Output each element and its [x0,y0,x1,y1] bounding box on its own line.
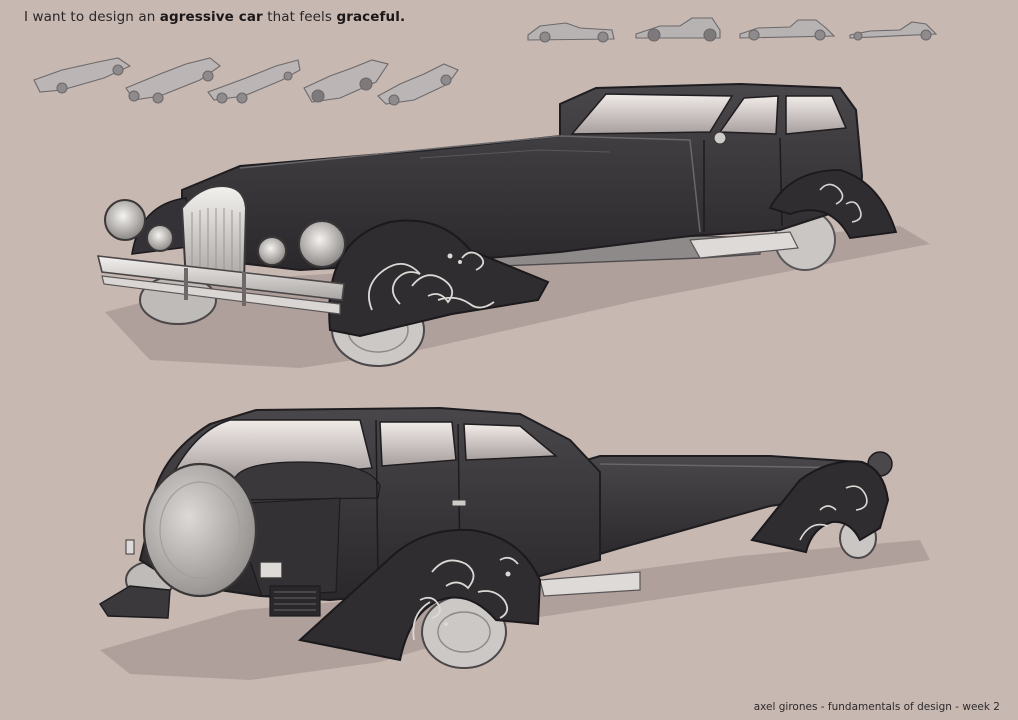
headlamp-left-outer [104,199,146,241]
headline-emphasis-aggressive: agressive car [159,9,263,25]
headline-part-1: I want to design an [24,9,160,25]
tail-light [259,561,283,579]
car-front-three-quarter-view [96,82,930,368]
headline-part-2: that feels [262,9,337,25]
thumbnail-sketch [33,57,132,94]
thumbnail-sketch [125,57,221,104]
thumbnail-sketch [527,22,615,43]
front-bumper [96,255,345,301]
rear-fender-near [297,528,542,662]
thumbnail-sketch [207,59,301,104]
license-plate-area [269,585,321,617]
thumbnail-sketch [377,63,459,106]
thumbnail-sketches-left-row [33,57,459,106]
thumbnail-sketch [849,21,938,41]
headline: I want to design an agressive car that f… [24,9,405,25]
front-fender [328,219,550,338]
rear-bumper-left [99,585,171,619]
rear-fender [768,169,898,239]
front-fender-far [750,460,890,554]
front-door-window [463,423,558,461]
rear-seat [233,461,381,501]
side-mirror [713,131,727,145]
front-grille [180,184,248,283]
thumbnail-sketch [303,59,389,103]
headline-emphasis-graceful: graceful. [336,9,406,25]
windshield [570,93,734,135]
thumbnail-sketch [635,17,721,42]
front-side-window [718,95,779,135]
headlamp-right-outer [298,220,346,268]
thumbnail-sketch [739,19,836,41]
thumbnail-sketches-top-row [527,17,938,43]
headlamp-left-inner [146,224,174,252]
spare-tire [142,462,258,598]
car-rear-three-quarter-view [99,406,930,680]
artist-credit: axel girones - fundamentals of design - … [753,701,1000,713]
rear-side-window [785,95,848,135]
rear-running-board [539,571,641,597]
rear-door-window [379,421,457,467]
running-board [689,231,799,259]
headlamp-right-inner [257,236,287,266]
